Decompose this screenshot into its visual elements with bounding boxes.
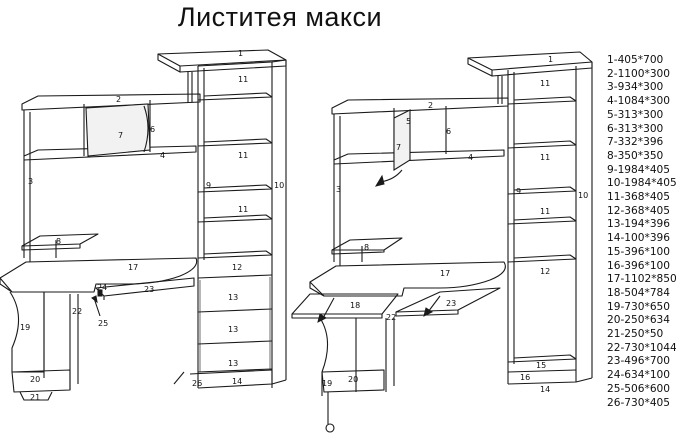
svg-text:2: 2 [116, 95, 121, 104]
svg-text:10: 10 [274, 181, 284, 190]
part-item: 15-396*100 [607, 245, 671, 258]
svg-text:6: 6 [150, 125, 155, 134]
svg-text:11: 11 [238, 205, 248, 214]
part-item: 16-396*100 [607, 259, 671, 272]
svg-text:16: 16 [520, 373, 530, 382]
svg-text:11: 11 [540, 79, 550, 88]
part-item: 14-100*396 [607, 232, 671, 245]
right-part-labels: 1 2 3 4 5 6 7 8 9 10 11 11 11 12 14 15 1… [322, 55, 588, 394]
svg-text:9: 9 [206, 181, 211, 190]
part-item: 26-730*405 [607, 396, 671, 409]
svg-text:23: 23 [144, 285, 154, 294]
part-item: 19-730*650 [607, 300, 671, 313]
svg-text:22: 22 [72, 307, 82, 316]
svg-text:8: 8 [56, 237, 61, 246]
svg-text:13: 13 [228, 359, 238, 368]
diagram-title: Листитея макси [177, 2, 383, 32]
svg-text:7: 7 [118, 131, 123, 140]
svg-text:19: 19 [322, 379, 332, 388]
svg-text:20: 20 [30, 375, 40, 384]
left-assembly [0, 49, 287, 401]
svg-text:12: 12 [232, 263, 242, 272]
svg-text:13: 13 [228, 325, 238, 334]
part-item: 20-250*634 [607, 314, 671, 327]
part-item: 13-194*396 [607, 218, 671, 231]
svg-text:6: 6 [446, 127, 451, 136]
svg-text:4: 4 [160, 151, 165, 160]
svg-text:11: 11 [238, 151, 248, 160]
svg-text:3: 3 [336, 185, 341, 194]
part-item: 12-368*405 [607, 204, 671, 217]
part-item: 18-504*784 [607, 286, 671, 299]
part-item: 24-634*100 [607, 369, 671, 382]
part-item: 21-250*50 [607, 328, 664, 341]
svg-text:25: 25 [98, 319, 108, 328]
svg-text:5: 5 [406, 117, 411, 126]
part-item: 3-934*300 [607, 81, 664, 94]
part-item: 9-1984*405 [607, 163, 671, 176]
svg-text:26: 26 [192, 379, 202, 388]
svg-text:1: 1 [238, 49, 243, 58]
svg-text:17: 17 [128, 263, 138, 272]
part-item: 10-1984*405 [607, 177, 676, 190]
part-item: 7-332*396 [607, 136, 664, 149]
svg-text:3: 3 [28, 177, 33, 186]
svg-text:14: 14 [232, 377, 242, 386]
right-assembly [291, 51, 593, 433]
part-item: 6-313*300 [607, 122, 664, 135]
svg-text:4: 4 [468, 153, 473, 162]
part-item: 8-350*350 [607, 149, 664, 162]
svg-text:11: 11 [540, 153, 550, 162]
svg-text:7: 7 [396, 143, 401, 152]
svg-text:13: 13 [228, 293, 238, 302]
svg-text:9: 9 [516, 187, 521, 196]
part-item: 5-313*300 [607, 108, 664, 121]
svg-text:1: 1 [548, 55, 553, 64]
part-item: 11-368*405 [607, 191, 671, 204]
left-part-labels: 1 2 3 4 6 7 8 9 10 11 11 11 12 13 13 13 … [20, 49, 284, 402]
part-item: 23-496*700 [607, 355, 671, 368]
svg-text:17: 17 [440, 269, 450, 278]
part-item: 2-1100*300 [607, 67, 671, 80]
svg-text:2: 2 [428, 101, 433, 110]
svg-text:20: 20 [348, 375, 358, 384]
part-item: 4-1084*300 [607, 95, 671, 108]
svg-text:14: 14 [540, 385, 550, 394]
svg-text:11: 11 [540, 207, 550, 216]
svg-text:12: 12 [540, 267, 550, 276]
part-item: 22-730*1044 [607, 341, 676, 354]
svg-text:19: 19 [20, 323, 30, 332]
svg-text:10: 10 [578, 191, 588, 200]
svg-text:8: 8 [364, 243, 369, 252]
svg-text:11: 11 [238, 75, 248, 84]
part-item: 1-405*700 [607, 54, 664, 66]
svg-text:22: 22 [386, 313, 396, 322]
svg-text:18: 18 [350, 301, 360, 310]
svg-text:21: 21 [30, 393, 40, 402]
part-item: 17-1102*850 [607, 273, 676, 286]
svg-text:24: 24 [97, 283, 107, 292]
svg-text:23: 23 [446, 299, 456, 308]
part-item: 25-506*600 [607, 382, 671, 395]
svg-text:15: 15 [536, 361, 546, 370]
